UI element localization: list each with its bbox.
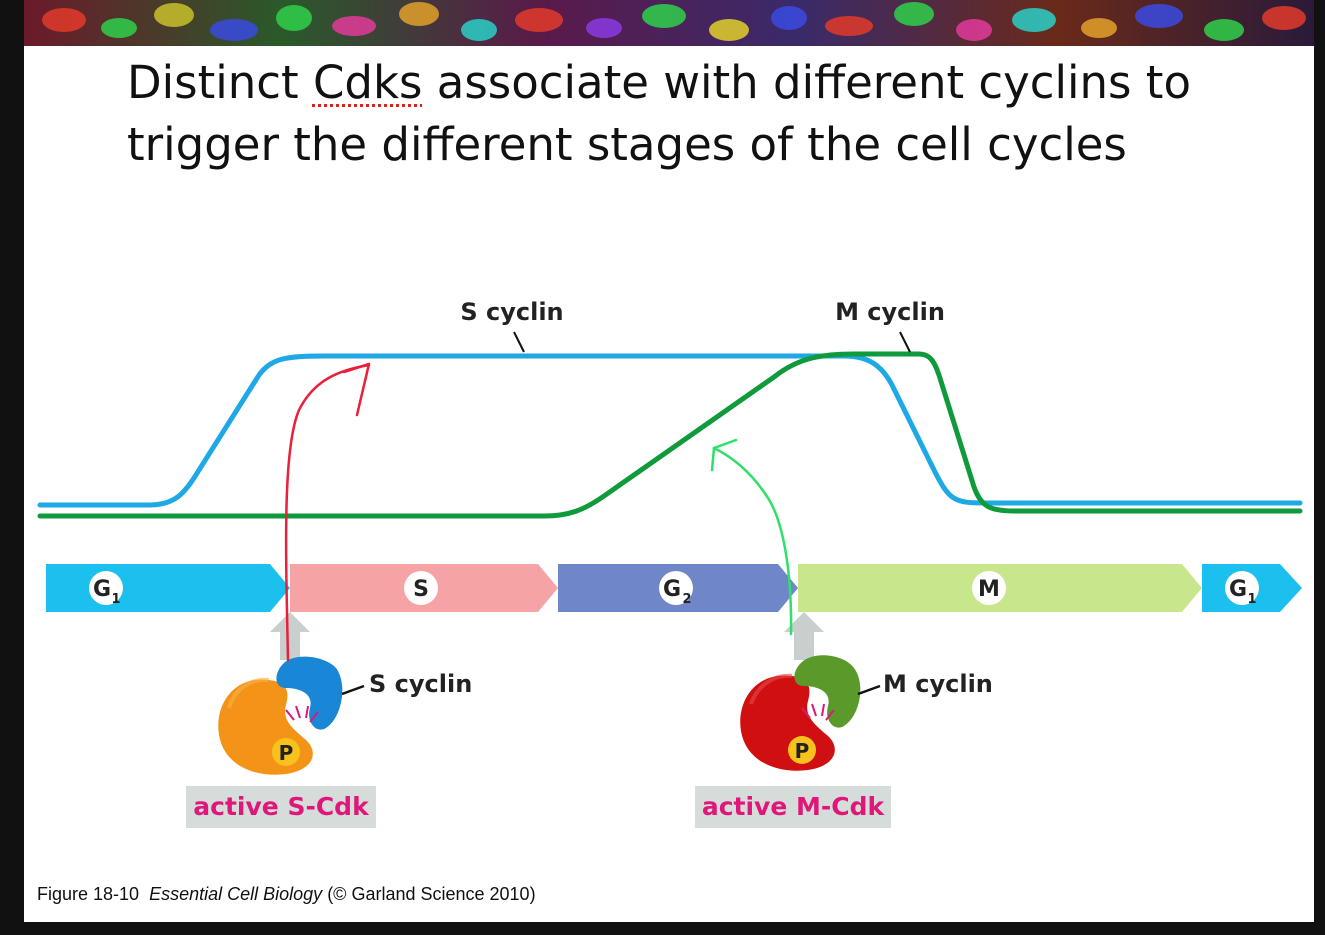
m-cyclin-curve <box>37 351 1303 519</box>
m-cdk-name-label: active M-Cdk <box>702 792 886 821</box>
svg-text:2: 2 <box>682 592 691 607</box>
s-cyclin-curve-label: S cyclin <box>460 298 563 326</box>
slide-title: Distinct Cdks associate with different c… <box>127 52 1277 176</box>
m-cyclin-complex-leader <box>857 684 881 696</box>
s-cyclin-curve <box>37 353 1303 508</box>
svg-text:G: G <box>1229 577 1247 602</box>
micrograph-banner <box>24 0 1314 46</box>
s-cyclin-shape <box>276 656 343 730</box>
svg-text:S: S <box>413 577 429 602</box>
caption-credit: (© Garland Science 2010) <box>327 884 536 904</box>
s-cyclin-complex-leader <box>341 684 365 696</box>
s-cdk-name-box <box>186 786 376 828</box>
m-cyclin-leader <box>899 331 911 353</box>
m-cyclin-complex-label: M cyclin <box>883 670 993 698</box>
m-cyclin-shape <box>794 655 861 728</box>
phase-label-m: M <box>972 571 1006 605</box>
green-annotation-arrow <box>712 446 793 636</box>
s-cdk-complex: P <box>218 656 343 775</box>
s-cdk-phosphate-label: P <box>279 741 294 765</box>
s-cdk-trigger-arrow <box>270 612 310 660</box>
m-cdk-name-box <box>695 786 891 828</box>
m-cyclin-curve-label: M cyclin <box>835 298 945 326</box>
title-underlined-word: Cdks <box>312 56 423 109</box>
phase-label-g1: G 1 <box>89 571 123 607</box>
title-line1-after: associate with different cyclins to <box>422 56 1191 109</box>
s-cyclin-leader <box>513 331 525 353</box>
phase-label-g2: G 2 <box>659 571 693 607</box>
m-cdk-complex: P <box>740 655 861 771</box>
svg-text:G: G <box>93 577 111 602</box>
figure-caption: Figure 18-10 Essential Cell Biology (© G… <box>37 884 536 905</box>
phase-label-s: S <box>404 571 438 605</box>
svg-text:M: M <box>978 577 1000 602</box>
s-cyclin-complex-label: S cyclin <box>369 670 472 698</box>
caption-figure-number: Figure 18-10 <box>37 884 140 904</box>
red-annotation-arrow <box>284 363 371 662</box>
caption-book-title: Essential Cell Biology <box>149 884 323 904</box>
svg-text:G: G <box>663 577 681 602</box>
phase-label-g1-next: G 1 <box>1225 571 1259 607</box>
svg-text:1: 1 <box>1247 592 1256 607</box>
m-cdk-kinase-shape <box>740 675 835 771</box>
title-line1-before: Distinct <box>127 56 313 109</box>
m-cdk-phosphate-label: P <box>795 739 810 763</box>
svg-text:1: 1 <box>111 592 120 607</box>
title-line2: trigger the different stages of the cell… <box>127 118 1127 171</box>
m-cdk-phosphate-icon <box>788 736 816 764</box>
s-cdk-kinase-shape <box>218 679 313 775</box>
m-cdk-trigger-arrow <box>784 612 824 660</box>
s-cdk-name-label: active S-Cdk <box>193 792 370 821</box>
cell-cycle-diagram: S cyclin M cyclin G 1 S G 2 M <box>37 298 1303 828</box>
phase-arrow-g1 <box>46 564 290 612</box>
s-cdk-phosphate-icon <box>272 738 300 766</box>
slide: Distinct Cdks associate with different c… <box>24 0 1314 922</box>
